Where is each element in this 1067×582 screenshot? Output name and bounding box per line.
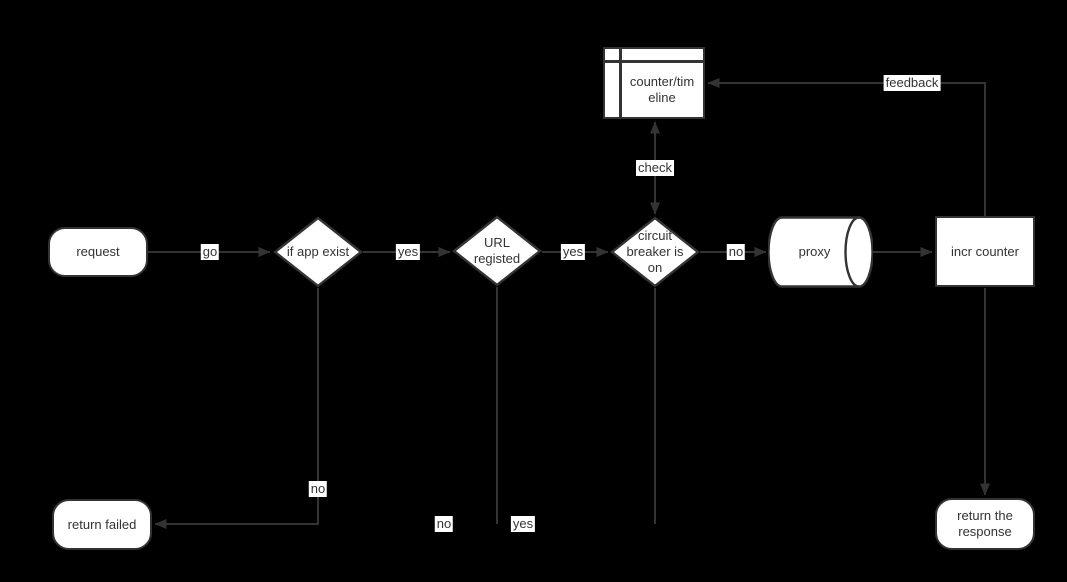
decision-diamond-shape — [610, 216, 700, 288]
node-return-failed: return failed — [52, 499, 152, 550]
edge-label-yes-breaker-failed: yes — [510, 516, 536, 532]
node-return-response: return the response — [935, 498, 1035, 550]
node-url-registed-label: URL registed — [473, 235, 521, 266]
internal-storage-left-divider — [619, 49, 622, 117]
decision-diamond-shape — [452, 215, 542, 287]
node-request-label: request — [76, 244, 120, 260]
edge-label-check: check — [636, 160, 674, 176]
internal-storage-cell: counter/timeline — [621, 62, 703, 117]
edge-label-no-url-failed: no — [434, 516, 454, 532]
node-counter-timeline-label: counter/timeline — [629, 73, 695, 105]
node-url-registed: URL registed — [452, 215, 542, 287]
edge-label-go: go — [200, 244, 220, 260]
edge-feedback-incr-counter-to-counter-timeline — [707, 78, 986, 216]
node-if-app-exist-label: if app exist — [286, 244, 350, 260]
edge-label-yes-url: yes — [395, 244, 421, 260]
node-circuit-breaker-label: circuit breaker is on — [626, 228, 684, 275]
node-incr-counter: incr counter — [935, 216, 1035, 287]
node-return-failed-label: return failed — [67, 516, 137, 532]
edge-label-yes-breaker: yes — [560, 244, 586, 260]
internal-storage-top-divider — [605, 60, 703, 63]
edge-label-feedback: feedback — [883, 75, 941, 91]
node-counter-timeline: counter/timeline — [603, 47, 705, 119]
node-proxy: proxy — [768, 216, 873, 288]
edge-label-no-proxy: no — [726, 244, 746, 260]
node-incr-counter-label: incr counter — [951, 243, 1019, 259]
node-if-app-exist: if app exist — [273, 216, 363, 288]
node-request: request — [48, 227, 148, 277]
decision-diamond-shape — [273, 216, 363, 288]
edge-if-app-exist-to-return-failed — [154, 288, 319, 529]
storage-cylinder-shape — [768, 216, 873, 288]
node-proxy-label: proxy — [798, 244, 831, 260]
node-circuit-breaker: circuit breaker is on — [610, 216, 700, 288]
node-return-response-label: return the response — [957, 508, 1013, 539]
edge-label-no-failed: no — [308, 481, 328, 497]
